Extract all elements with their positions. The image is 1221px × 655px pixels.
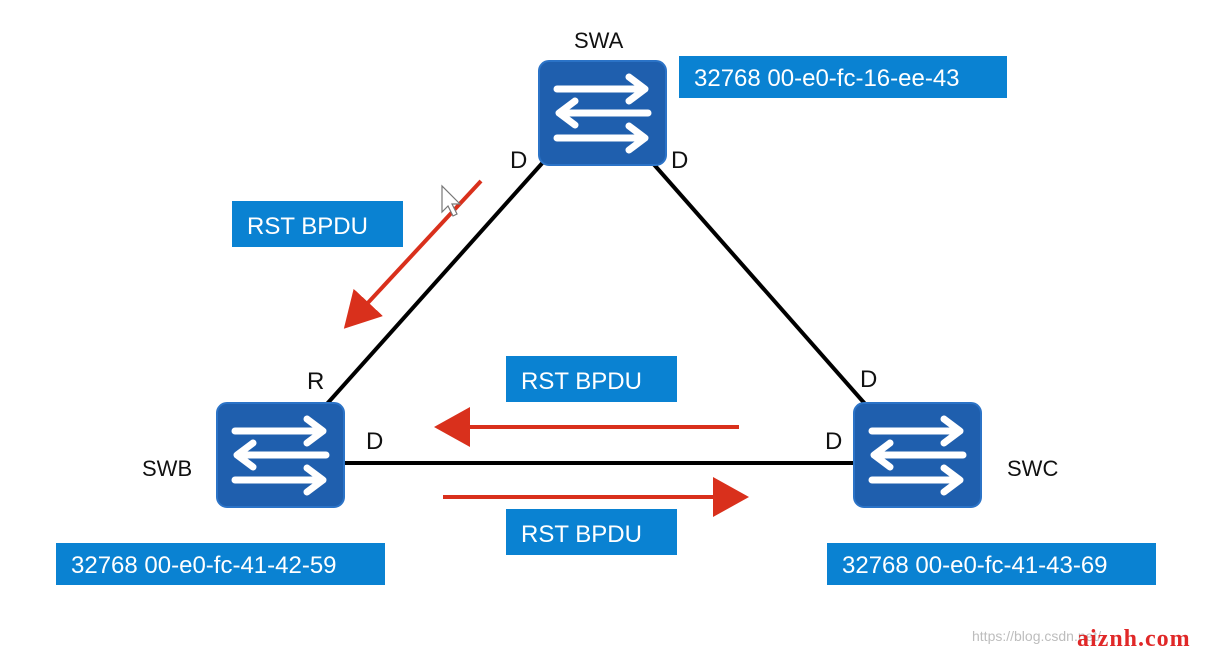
bridge-id-swc: 32768 00-e0-fc-41-43-69	[842, 552, 1108, 579]
port-role-swc-top: D	[860, 366, 877, 393]
port-role-swc-left: D	[825, 428, 842, 455]
watermark-url: https://blog.csdn.net/	[972, 628, 1101, 644]
switch-swb-icon[interactable]	[217, 403, 344, 507]
switch-swc-name: SWC	[1007, 456, 1058, 481]
port-role-swa-left: D	[510, 147, 527, 174]
mouse-cursor-icon	[441, 184, 462, 217]
bpdu-label-middle-top: RST BPDU	[521, 368, 642, 395]
link-swa-swc	[648, 158, 868, 407]
switch-swa-name: SWA	[574, 28, 624, 53]
link-swa-swb	[324, 158, 547, 407]
bridge-id-swb: 32768 00-e0-fc-41-42-59	[71, 552, 337, 579]
bridge-id-swa: 32768 00-e0-fc-16-ee-43	[694, 65, 960, 92]
watermark-site: aiznh.com	[1077, 626, 1191, 652]
bridge-id-box-swa	[679, 56, 1007, 98]
port-role-swb-right: D	[366, 428, 383, 455]
bridge-id-box-swb	[56, 543, 385, 585]
switch-swc-icon[interactable]	[854, 403, 981, 507]
bpdu-label-box-middle-bottom	[506, 509, 677, 555]
bpdu-label-left: RST BPDU	[247, 213, 368, 240]
bpdu-label-middle-bottom: RST BPDU	[521, 521, 642, 548]
bpdu-label-box-left	[232, 201, 403, 247]
port-role-swb-top: R	[307, 368, 324, 395]
switch-swb-name: SWB	[142, 456, 192, 481]
bridge-id-box-swc	[827, 543, 1156, 585]
bpdu-label-box-middle-top	[506, 356, 677, 402]
port-role-swa-right: D	[671, 147, 688, 174]
switch-swa-icon[interactable]	[539, 61, 666, 165]
